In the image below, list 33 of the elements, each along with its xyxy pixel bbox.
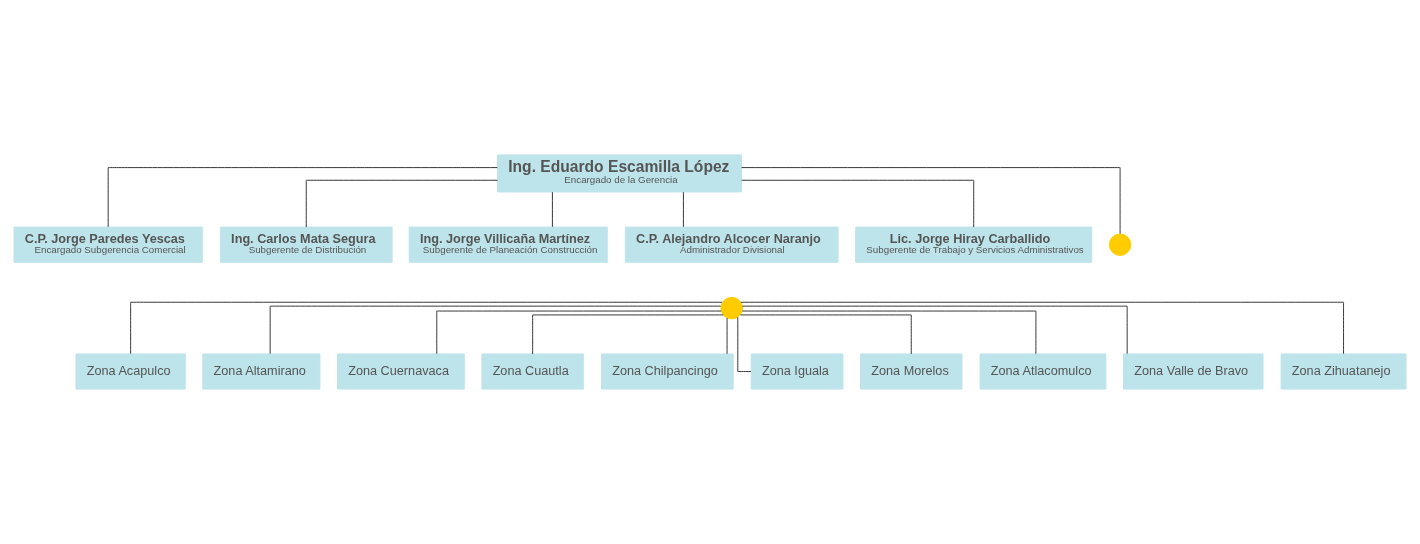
connector [532, 314, 724, 355]
node-circle [1108, 233, 1132, 256]
node-box: Zona Acapulco [75, 353, 186, 390]
node-box: Ing. Carlos Mata Segura Subgerente de Distribución [219, 226, 393, 263]
connector [740, 301, 1345, 355]
node-box: Zona Zihuatanejo [1280, 353, 1407, 390]
node-box: C.P. Alejandro Alcocer Naranjo Administrador Divisional [624, 226, 839, 263]
node-box: Zona Cuautla [481, 353, 584, 390]
node-box: Zona Atlacomulco [979, 353, 1107, 390]
connector [436, 310, 722, 355]
connector [739, 314, 912, 355]
node-box: Ing. Eduardo Escamilla López Encargado de la Gerencia [497, 154, 742, 193]
connector [737, 316, 752, 372]
connector [682, 191, 684, 228]
node-box: Zona Chilpancingo [600, 353, 734, 390]
node-box: Ing. Jorge Villicaña Martínez Subgerente de Planeación Construcción [408, 226, 608, 263]
node-circle [720, 296, 743, 320]
connector [130, 301, 723, 355]
connector [551, 191, 553, 228]
connector [305, 179, 498, 228]
connector [741, 167, 1121, 235]
connector [741, 179, 975, 228]
node-box: Zona Altamirano [202, 353, 321, 390]
connector [269, 305, 722, 355]
node-box: Zona Morelos [860, 353, 963, 390]
connector [741, 305, 1128, 355]
node-box: C.P. Jorge Paredes Yescas Encargado Subgerencia Comercial [13, 226, 203, 263]
connector [107, 167, 498, 228]
node-box: Lic. Jorge Hiray Carballido Subgerente de Trabajo y Servicios Administrativos [855, 226, 1093, 263]
connector [741, 310, 1037, 355]
node-box: Zona Valle de Bravo [1123, 353, 1264, 390]
node-box: Zona Cuernavaca [337, 353, 465, 390]
node-box: Zona Iguala [750, 353, 844, 390]
